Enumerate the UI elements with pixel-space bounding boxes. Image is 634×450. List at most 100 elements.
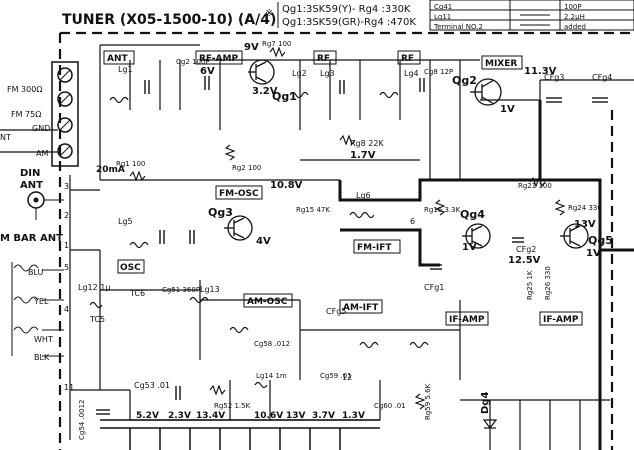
bottom-voltage: 5.2V <box>136 411 159 421</box>
comp-lg1: Lg1 <box>118 65 133 74</box>
label-qg4: Qg4 <box>460 208 485 221</box>
comp-rg7: Rg7 100 <box>262 40 291 48</box>
comp-cg2: Cg2 100P <box>176 58 210 66</box>
label-dg4: Dg4 <box>480 392 491 414</box>
comp-rg52: Rg52 1.5K <box>214 402 251 410</box>
capacitors <box>96 76 608 415</box>
din-ant-label: ANT <box>20 180 43 191</box>
input-label-fm75: FM 75Ω <box>11 110 41 119</box>
table-cell: 2.2μH <box>564 13 585 21</box>
comp-cfg1: CFg1 <box>424 283 444 292</box>
comp-lg3: Lg3 <box>320 69 335 78</box>
bottom-voltage: 3.7V <box>312 411 335 421</box>
comp-lg4: Lg4 <box>404 69 419 78</box>
comp-rg26: Rg26 330 <box>544 266 552 300</box>
section-labels <box>103 50 583 326</box>
pin-number: 1 <box>64 241 69 250</box>
comp-cfg3: CFg3 <box>544 73 564 82</box>
label-qg5: Qg5 <box>588 234 613 247</box>
note-line-1: Qg1:3SK59(Y)- Rg4 :330K <box>282 4 411 15</box>
comp-cg58: Cg58 .012 <box>254 340 290 348</box>
wire-label-yel: YEL <box>33 297 49 306</box>
label-osc: OSC <box>120 263 141 273</box>
voltage-3-2v: 3.2V <box>252 86 278 97</box>
table-cell: added <box>564 23 586 31</box>
din-label: DIN <box>20 168 40 179</box>
input-label-gnd: GND <box>32 124 50 133</box>
bottom-voltage: 13.4V <box>196 411 225 421</box>
wire-label-wht: WHT <box>34 335 53 344</box>
comp-cfg5: CFg5 <box>326 307 346 316</box>
table-cell: Cg41 <box>434 3 452 11</box>
pin-number: 5 <box>64 263 69 272</box>
table-cell: 100P <box>564 3 582 11</box>
comp-lg13: Lg13 <box>200 285 220 294</box>
bar-ant-label: M BAR ANT <box>0 233 63 244</box>
comp-rg16: Rg16 3.3K <box>424 206 461 214</box>
voltage-1v-b: 1V <box>462 242 477 253</box>
comp-rg25: Rg25 1K <box>526 270 534 300</box>
input-label-am: AM <box>36 149 48 158</box>
wire-label-blu: BLU <box>28 268 44 277</box>
label-if-amp-2: IF-AMP <box>543 315 579 325</box>
label-qg3: Qg3 <box>208 206 233 219</box>
table-cell: Terminal NO.2 <box>433 23 483 31</box>
comp-cg60: Cg60 .01 <box>374 402 406 410</box>
board-outline <box>58 31 634 450</box>
bus-lines <box>69 44 634 440</box>
label-ant: ANT <box>107 54 128 64</box>
comp-cg8: Cg8 12P <box>424 68 453 76</box>
comp-lg12: Lg12 1μ <box>78 283 110 292</box>
voltage-1v-c: 1V <box>586 248 601 259</box>
label-am-osc: AM-OSC <box>247 297 288 307</box>
voltage-13v: 13V <box>574 219 596 230</box>
bottom-right-components <box>460 399 610 450</box>
label-qg2: Qg2 <box>452 74 477 87</box>
input-label-fm300: FM 300Ω <box>7 85 42 94</box>
comp-cfg4: CFg4 <box>592 73 612 82</box>
comp-lg2: Lg2 <box>292 69 307 78</box>
comp-lg6: Lg6 <box>356 191 371 200</box>
voltage-1-7v: 1.7V <box>350 150 376 161</box>
comp-rg59: Rg59 5.6K <box>424 383 432 420</box>
label-am-ift: AM-IFT <box>343 303 379 313</box>
label-fm-ift: FM-IFT <box>357 243 392 253</box>
label-rf-amp: RF-AMP <box>199 54 238 64</box>
label-rf-2: RF <box>401 54 414 64</box>
bottom-connector <box>100 419 380 450</box>
bottom-voltage: 10.6V <box>254 411 283 421</box>
wire-label-blk: BLK <box>34 353 50 362</box>
comp-cg51: Cg51 360P <box>162 286 200 294</box>
bottom-voltage: 13V <box>286 411 306 421</box>
voltage-10-8v: 10.8V <box>270 180 303 191</box>
pin-number: 3 <box>64 182 69 191</box>
comp-rg1: Rg1 100 <box>116 160 145 168</box>
comp-rg24: Rg24 330 <box>568 204 602 212</box>
label-if-amp-1: IF-AMP <box>449 315 485 325</box>
resistors <box>129 46 566 410</box>
bottom-voltage: 2.3V <box>168 411 191 421</box>
current-20ma: 20mA <box>96 165 125 175</box>
parts-table: Cg41 100P Lg11 2.2μH Terminal NO.2 added <box>429 0 634 31</box>
voltage-11-3v: 11.3V <box>524 66 557 77</box>
table-cell: Lg11 <box>434 13 451 21</box>
comp-tc6: TC6 <box>129 289 145 298</box>
label-mixer: MIXER <box>485 59 517 69</box>
transistor-qg3 <box>224 215 253 241</box>
pin-number: 11 <box>64 383 74 392</box>
comp-rg15: Rg15 47K <box>296 206 330 214</box>
pin-number: 2 <box>64 211 69 220</box>
comp-tc5: TC5 <box>89 315 105 324</box>
comp-cg53: Cg53 .01 <box>134 381 170 390</box>
voltage-4v: 4V <box>256 236 271 247</box>
comp-lg5: Lg5 <box>118 217 133 226</box>
voltage-1v-a: 1V <box>500 104 515 115</box>
comp-cg54: Cg54 .0012 <box>78 399 86 440</box>
comp-cfg2: CFg2 <box>516 245 536 254</box>
voltage-6v: 6V <box>200 66 215 77</box>
comp-rg8: Rg8 22K <box>350 139 384 148</box>
transistor-qg4 <box>462 223 491 249</box>
label-fm-osc: FM-OSC <box>219 189 259 199</box>
input-terminal-block <box>0 61 79 167</box>
